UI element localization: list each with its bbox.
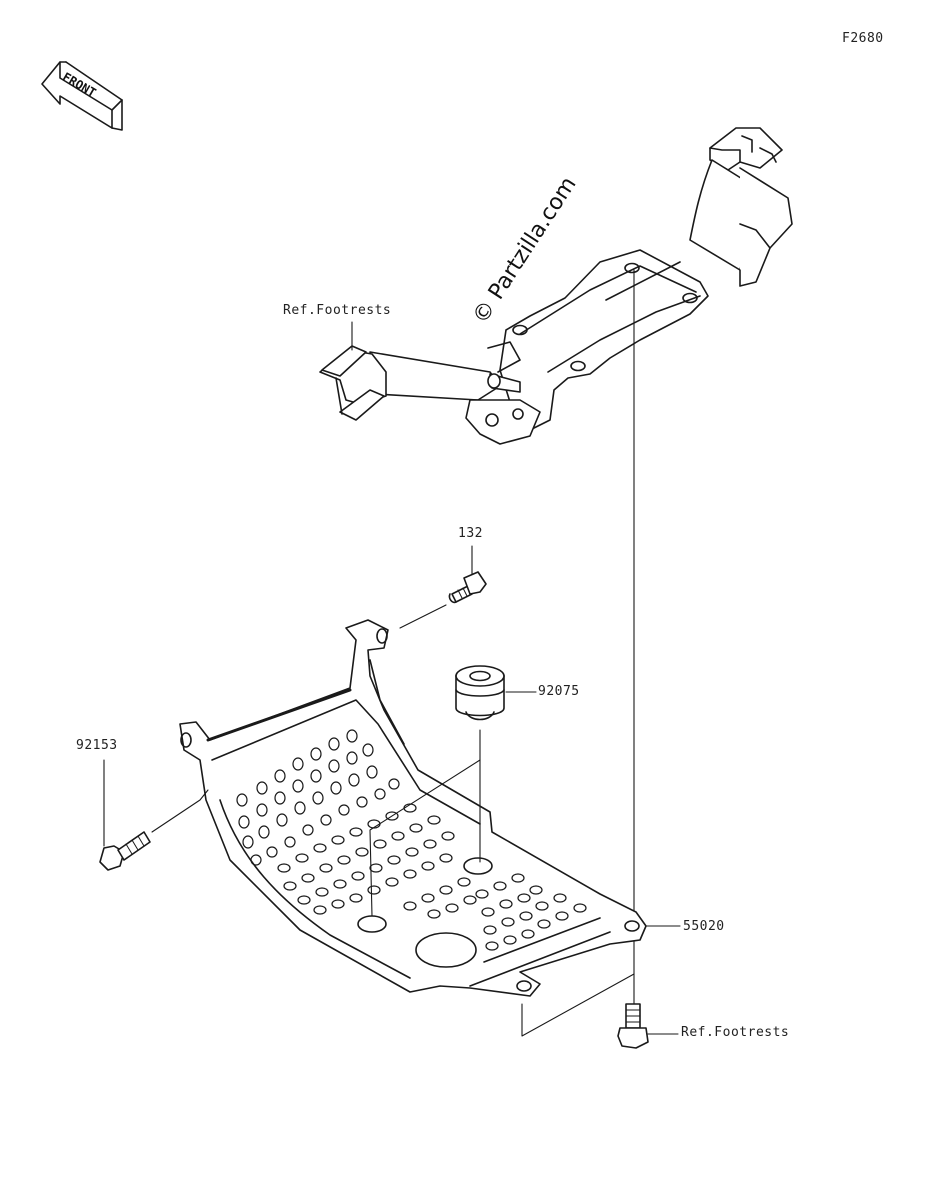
label-part-92075: 92075: [538, 684, 580, 699]
bolt-132: [448, 571, 487, 604]
skid-plate-55020: [179, 619, 647, 997]
bolt-bottom: [617, 1003, 649, 1049]
label-ref-footrests-top: Ref.Footrests: [283, 303, 392, 318]
label-part-55020: 55020: [683, 919, 725, 934]
leader-line-92153: [151, 789, 209, 833]
bolt-92153: [99, 831, 151, 871]
leader-line-132: [399, 604, 447, 629]
label-part-132: 132: [458, 526, 483, 541]
bushing-92075: [455, 665, 505, 721]
front-arrow-icon: FRONT: [41, 61, 123, 131]
label-part-92153: 92153: [76, 738, 118, 753]
figure-code: F2680: [842, 31, 884, 46]
footrest-bracket-frame: [319, 127, 793, 445]
bracket-line-bottom: [521, 973, 635, 1037]
label-ref-footrests-bottom: Ref.Footrests: [681, 1025, 790, 1040]
